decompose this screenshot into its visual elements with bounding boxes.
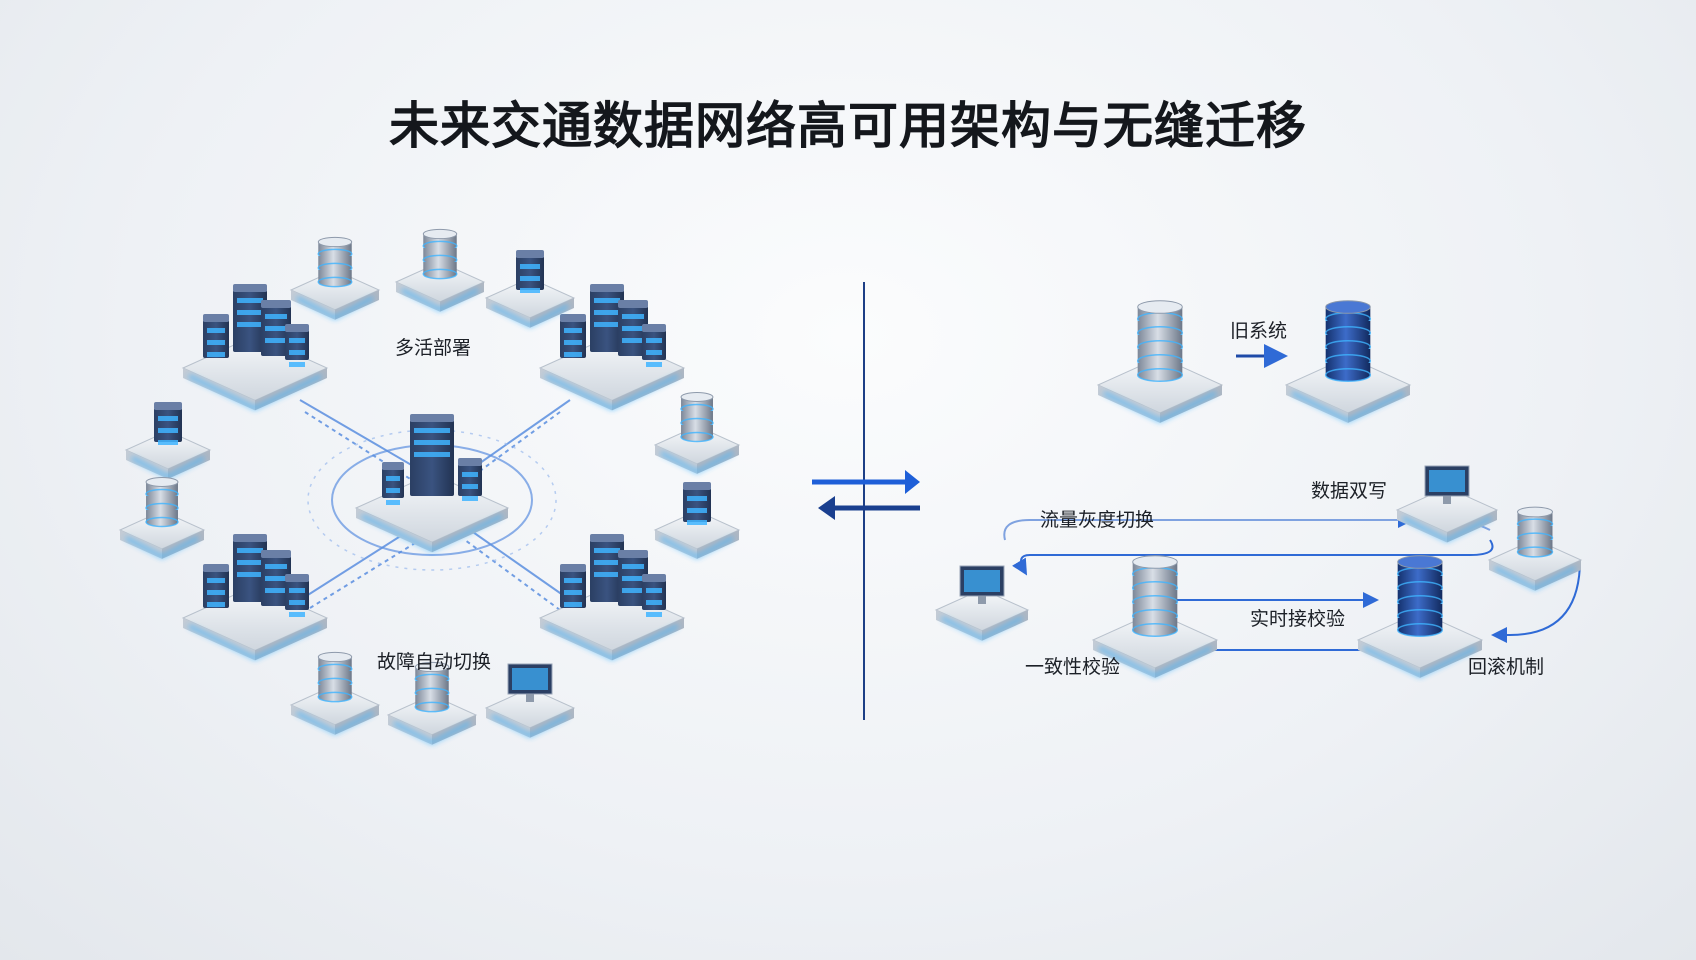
label-consistency-check: 一致性校验 — [1025, 656, 1121, 678]
left-cluster-top-left — [181, 284, 329, 411]
left-node-monitor-bottom-3 — [484, 663, 576, 738]
dual-write-monitor — [1395, 465, 1499, 543]
traffic-client-node — [934, 565, 1030, 641]
left-node-db-bottom-1 — [289, 651, 381, 735]
label-multi-active: 多活部署 — [395, 337, 472, 359]
label-traffic-gray-switch: 流量灰度切换 — [1040, 509, 1155, 531]
migration-arrows-icon — [812, 470, 920, 520]
left-cluster-bottom-right — [538, 534, 686, 661]
page-title: 未来交通数据网络高可用架构与无缝迁移 — [389, 97, 1307, 155]
left-node-db-top-1 — [289, 236, 381, 320]
left-connection-lines — [299, 399, 571, 611]
left-node-server-mid-right — [653, 482, 741, 559]
left-node-db-top-2 — [394, 228, 486, 312]
old-system-db-lower — [1091, 555, 1219, 678]
label-rollback: 回滚机制 — [1468, 656, 1545, 678]
label-dual-write: 数据双写 — [1311, 480, 1388, 502]
right-flow-lines — [1003, 344, 1581, 658]
left-node-server-mid-left — [124, 402, 212, 479]
left-hub-node — [354, 414, 510, 553]
left-node-server-top-3 — [484, 250, 576, 328]
left-node-db-mid-right — [653, 392, 741, 474]
left-cluster-bottom-left — [181, 534, 329, 661]
new-system-db — [1284, 300, 1412, 423]
new-system-db-lower — [1356, 555, 1484, 678]
left-node-db-mid-left — [118, 477, 206, 559]
label-old-system: 旧系统 — [1230, 320, 1288, 342]
left-cluster-top-right — [538, 284, 686, 411]
left-node-db-bottom-2 — [386, 661, 478, 745]
label-realtime-check: 实时接校验 — [1250, 608, 1346, 630]
old-system-db — [1096, 300, 1224, 423]
right-node-db-edge — [1487, 506, 1583, 591]
label-failover: 故障自动切换 — [377, 651, 492, 673]
